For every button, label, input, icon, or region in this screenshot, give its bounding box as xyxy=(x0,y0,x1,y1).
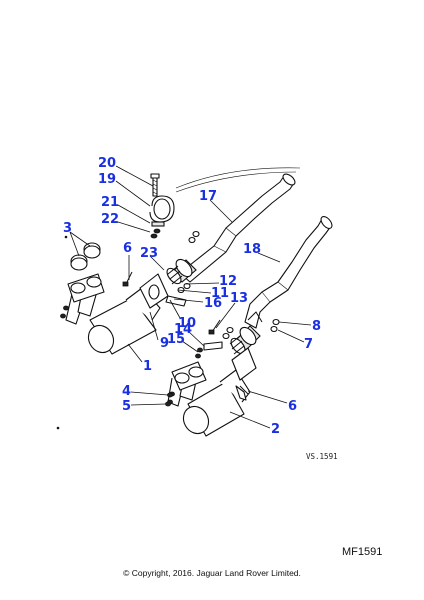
callout-3: 3 xyxy=(63,221,72,236)
callout-6b: 6 xyxy=(288,399,297,414)
callout-20: 20 xyxy=(98,156,116,171)
leader-lines xyxy=(69,165,312,429)
callout-8: 8 xyxy=(312,319,321,334)
callout-19: 19 xyxy=(98,172,116,187)
callout-11: 11 xyxy=(211,286,229,301)
callout-16: 16 xyxy=(204,296,222,311)
callout-21: 21 xyxy=(101,195,119,210)
callout-10: 10 xyxy=(178,316,196,331)
callout-18: 18 xyxy=(243,242,261,257)
catalytic-converter-2 xyxy=(167,347,257,437)
drawing-reference: VS.1591 xyxy=(306,452,338,461)
callout-12: 12 xyxy=(219,274,237,289)
callout-17: 17 xyxy=(199,189,217,204)
figure-code: MF1591 xyxy=(342,546,383,558)
callout-9: 9 xyxy=(160,336,169,351)
callout-4: 4 xyxy=(122,384,131,399)
lower-flex-joint xyxy=(229,311,263,355)
callout-15: 15 xyxy=(167,332,185,347)
upper-flex-joint xyxy=(166,258,197,285)
callout-23: 23 xyxy=(140,246,158,261)
callout-1: 1 xyxy=(143,359,152,374)
copyright-notice: © Copyright, 2016. Jaguar Land Rover Lim… xyxy=(123,568,301,578)
callout-6a: 6 xyxy=(123,241,132,256)
callout-2: 2 xyxy=(271,422,280,437)
rear-pipe-17 xyxy=(175,167,301,283)
rear-pipe-18 xyxy=(244,216,333,329)
callout-22: 22 xyxy=(101,212,119,227)
clamp-bolt-assembly xyxy=(149,173,175,239)
callout-7: 7 xyxy=(304,337,313,352)
callout-14: 14 xyxy=(174,322,192,337)
callout-13: 13 xyxy=(230,291,248,306)
callout-5: 5 xyxy=(122,399,131,414)
catalytic-converter-1 xyxy=(60,273,169,355)
callouts: 20 19 17 21 22 3 6 18 23 12 11 13 16 10 … xyxy=(63,156,321,437)
